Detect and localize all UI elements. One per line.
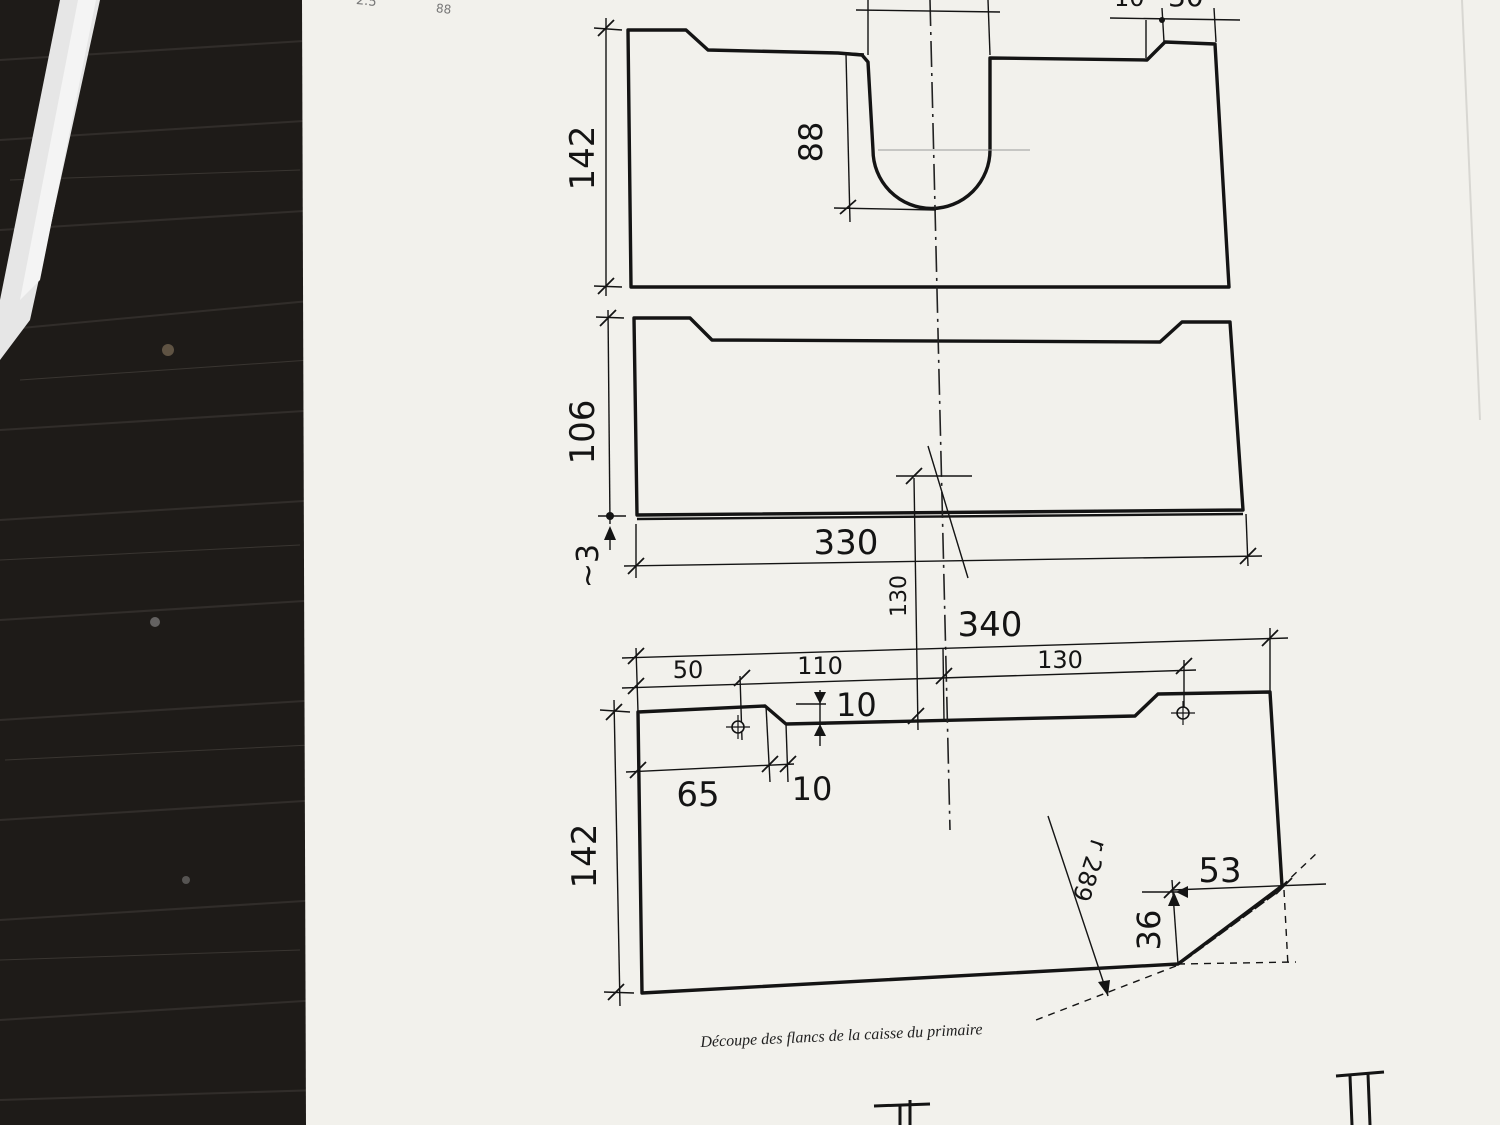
hole-offset-label: 65 xyxy=(676,775,719,815)
notch-label-a: 10 xyxy=(1114,0,1145,12)
segment-1-label: 50 xyxy=(673,656,704,684)
slot-depth-label: 88 xyxy=(792,122,830,163)
chamfer-height-label: 36 xyxy=(1130,910,1168,951)
vertical-130-label: 130 xyxy=(887,575,912,617)
centre-axis-line xyxy=(929,0,951,831)
bottom-panel-height-label: 142 xyxy=(565,824,605,889)
gap-label: ~3 xyxy=(571,544,606,588)
bottom-panel-outline xyxy=(636,690,1284,995)
notch-label-b: 30 xyxy=(1168,0,1204,13)
middle-panel-height-label: 106 xyxy=(563,400,603,465)
segment-2-label: 110 xyxy=(797,652,843,680)
notch-width-label: 10 xyxy=(792,770,833,808)
notch-height-label: 10 xyxy=(836,686,877,724)
paper-sheet xyxy=(302,0,1500,1125)
corner-pencil-note-2: 88 xyxy=(435,1,452,17)
segment-3-label: 130 xyxy=(1037,646,1083,674)
middle-panel-bottom-strip xyxy=(636,512,1244,521)
chamfer-width-label: 53 xyxy=(1198,851,1241,891)
overall-width-label: 340 xyxy=(958,605,1023,645)
middle-panel-outline xyxy=(632,316,1245,517)
middle-panel-width-label: 330 xyxy=(814,523,879,563)
top-panel-height-label: 142 xyxy=(563,126,603,191)
